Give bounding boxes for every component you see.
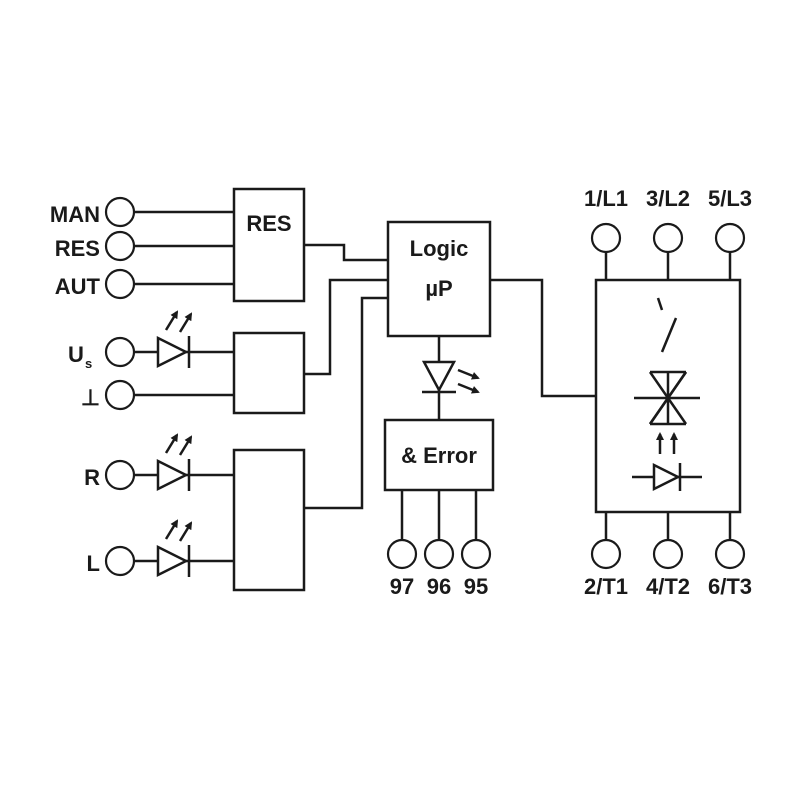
- logic-sublabel: µP: [425, 276, 452, 301]
- wire-status-to-logic: [304, 296, 388, 510]
- logic-label: Logic: [410, 236, 469, 261]
- terminal-label-96: 96: [427, 574, 451, 599]
- terminal-r: [104, 459, 136, 491]
- terminal-aut: [104, 268, 136, 300]
- led-icon-error: [421, 360, 480, 394]
- label-us-subscript: s: [85, 356, 92, 371]
- triac-icon: [634, 370, 700, 426]
- res-block: [232, 187, 306, 303]
- label-man: MAN: [50, 202, 100, 227]
- error-block: [383, 418, 495, 492]
- terminal-1l1: [590, 222, 622, 254]
- terminal-96: [423, 538, 455, 570]
- terminal-label-95: 95: [464, 574, 488, 599]
- terminal-ground: [104, 379, 136, 411]
- terminal-label-6t3: 6/T3: [708, 574, 752, 599]
- status-block: [232, 448, 306, 592]
- terminal-man: [104, 196, 136, 228]
- terminal-5l3: [714, 222, 746, 254]
- terminal-3l2: [652, 222, 684, 254]
- label-r: R: [84, 465, 100, 490]
- supply-block: [232, 331, 306, 415]
- opto-diode-icon: [632, 462, 702, 492]
- terminal-res: [104, 230, 136, 262]
- error-block-label: & Error: [401, 443, 477, 468]
- led-icon-r: [156, 433, 193, 492]
- terminal-97: [386, 538, 418, 570]
- led-icon-l: [156, 519, 193, 578]
- terminal-95: [460, 538, 492, 570]
- wire-res-to-logic: [304, 243, 388, 262]
- label-ground: ⊥: [81, 385, 100, 410]
- terminal-l: [104, 545, 136, 577]
- label-res: RES: [55, 236, 100, 261]
- optocoupler-arrows-icon: [656, 432, 678, 454]
- wire-logic-to-power: [490, 278, 596, 398]
- terminal-label-1l1: 1/L1: [584, 186, 628, 211]
- terminal-us: [104, 336, 136, 368]
- terminal-label-5l3: 5/L3: [708, 186, 752, 211]
- switch-icon: [656, 297, 678, 353]
- input-terminals: [104, 196, 136, 577]
- terminal-4t2: [652, 538, 684, 570]
- label-aut: AUT: [55, 274, 101, 299]
- terminal-label-3l2: 3/L2: [646, 186, 690, 211]
- label-l: L: [87, 551, 100, 576]
- terminal-label-97: 97: [390, 574, 414, 599]
- terminal-label-4t2: 4/T2: [646, 574, 690, 599]
- terminal-6t3: [714, 538, 746, 570]
- label-us: U: [68, 342, 84, 367]
- terminal-label-2t1: 2/T1: [584, 574, 628, 599]
- led-icon-us: [156, 310, 193, 369]
- wire-supply-to-logic: [304, 278, 388, 376]
- terminal-2t1: [590, 538, 622, 570]
- res-block-label: RES: [246, 211, 291, 236]
